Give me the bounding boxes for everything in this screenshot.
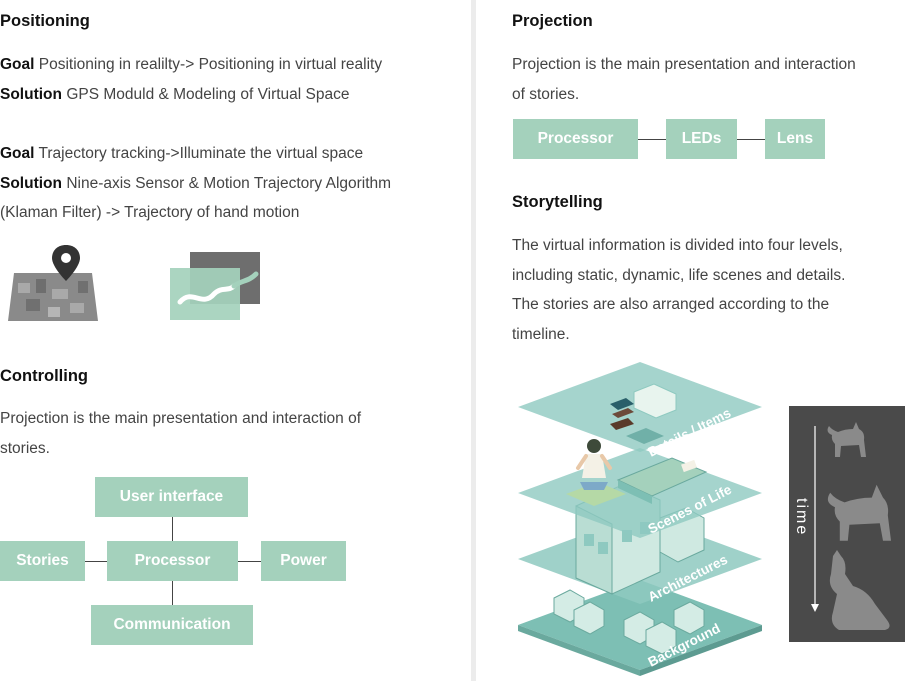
- projection-processor-box: Processor: [513, 119, 638, 159]
- layers-illustration: Details / Items Scenes of Life Architect…: [518, 362, 762, 676]
- time-label: time: [793, 498, 810, 536]
- processor-box: Processor: [107, 541, 238, 581]
- positioning-goal-2: Goal Trajectory tracking->Illuminate the…: [0, 145, 364, 162]
- positioning-solution-1: Solution GPS Moduld & Modeling of Virtua…: [0, 86, 350, 103]
- controlling-heading: Controlling: [0, 367, 88, 385]
- positioning-solution-2: Solution Nine-axis Sensor & Motion Traje…: [0, 175, 392, 192]
- power-box: Power: [261, 541, 346, 581]
- column-divider: [471, 0, 476, 681]
- storytelling-line-1: The virtual information is divided into …: [512, 237, 843, 254]
- connector-processor-communication: [172, 580, 173, 605]
- cat-icon: [827, 422, 866, 457]
- projection-lens-box: Lens: [765, 119, 825, 159]
- connector-ui-processor: [172, 516, 173, 541]
- map-pin-icon: [8, 245, 98, 321]
- storytelling-line-4: timeline.: [512, 326, 570, 343]
- connector-processor-leds: [638, 139, 666, 140]
- positioning-heading: Positioning: [0, 12, 90, 30]
- projection-heading: Projection: [512, 12, 593, 30]
- controlling-text-1: Projection is the main presentation and …: [0, 410, 362, 427]
- trajectory-icon: [170, 252, 260, 320]
- timeline-panel: time: [789, 406, 905, 642]
- user-interface-box: User interface: [95, 477, 248, 517]
- controlling-text-2: stories.: [0, 440, 50, 457]
- cat-icon: [827, 484, 891, 541]
- projection-leds-box: LEDs: [666, 119, 737, 159]
- connector-processor-power: [238, 561, 261, 562]
- storytelling-heading: Storytelling: [512, 193, 603, 211]
- person-figure: [576, 439, 612, 490]
- connector-stories-processor: [85, 561, 107, 562]
- stories-box: Stories: [0, 541, 85, 581]
- projection-text-2: of stories.: [512, 86, 580, 103]
- communication-box: Communication: [91, 605, 253, 645]
- storytelling-line-3: The stories are also arranged according …: [512, 296, 830, 313]
- projection-text-1: Projection is the main presentation and …: [512, 56, 856, 73]
- storytelling-line-2: including static, dynamic, life scenes a…: [512, 267, 846, 284]
- connector-leds-lens: [737, 139, 765, 140]
- positioning-goal-1: Goal Positioning in realilty-> Positioni…: [0, 56, 383, 73]
- positioning-solution-2-cont: (Klaman Filter) -> Trajectory of hand mo…: [0, 204, 300, 221]
- cat-icon: [829, 550, 890, 630]
